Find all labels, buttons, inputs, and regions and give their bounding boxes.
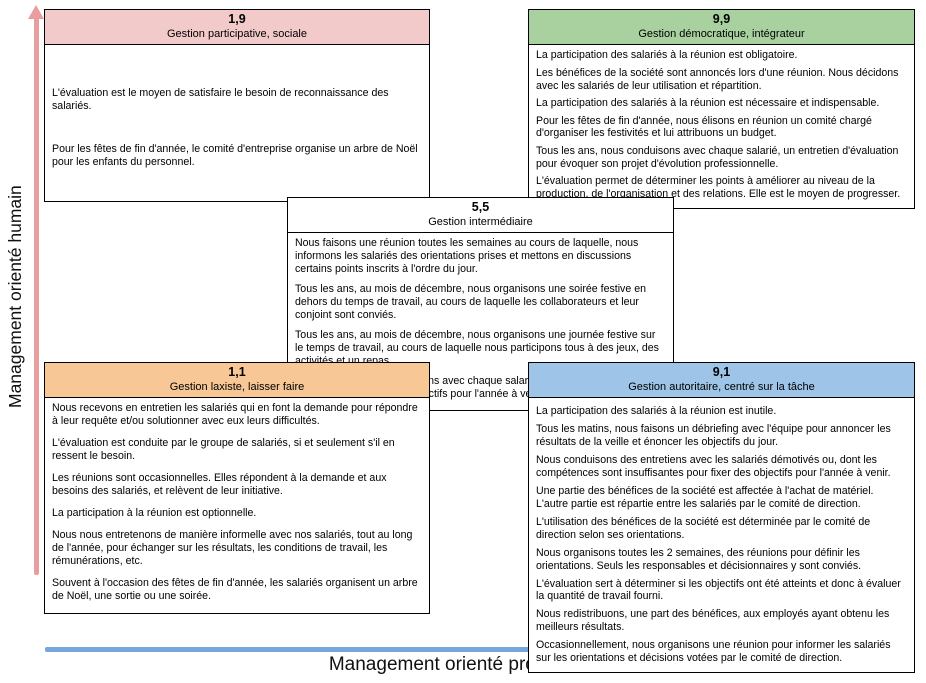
- y-axis-arrow: [34, 18, 39, 575]
- box-header: 9,9 Gestion démocratique, intégrateur: [529, 10, 914, 46]
- box-paragraph: Nous conduisons des entretiens avec les …: [536, 454, 891, 480]
- box-paragraph: Nous nous entretenons de manière informe…: [52, 528, 413, 567]
- box-paragraph: Tous les matins, nous faisons un débrief…: [536, 423, 891, 449]
- box-code: 1,9: [228, 12, 246, 26]
- box-code: 1,1: [228, 365, 246, 379]
- box-paragraph: L'utilisation des bénéfices de la sociét…: [536, 515, 871, 541]
- grid-box-9-1: 9,1 Gestion autoritaire, centré sur la t…: [528, 362, 915, 674]
- box-title: Gestion autoritaire, centré sur la tâche: [628, 380, 815, 393]
- x-axis-arrow: [45, 647, 901, 652]
- box-header: 5,5 Gestion intermédiaire: [288, 198, 673, 234]
- box-body: Nous recevons en entretien les salariés …: [45, 398, 429, 613]
- box-paragraph: Tous les ans, au mois de décembre, nous …: [295, 283, 646, 321]
- box-paragraph: Une partie des bénéfices de la société e…: [536, 484, 874, 510]
- box-paragraph: L'évaluation est le moyen de satisfaire …: [52, 87, 389, 113]
- box-body: L'évaluation est le moyen de satisfaire …: [45, 45, 429, 201]
- grid-box-9-9: 9,9 Gestion démocratique, intégrateur La…: [528, 9, 915, 209]
- box-paragraph: La participation des salariés à la réuni…: [536, 49, 798, 62]
- box-paragraph: La participation des salariés à la réuni…: [536, 405, 777, 418]
- box-paragraph: Nous faisons une réunion toutes les sema…: [295, 237, 639, 276]
- box-code: 5,5: [471, 200, 490, 214]
- box-code: 9,1: [712, 365, 731, 379]
- box-paragraph: Souvent à l'occasion des fêtes de fin d'…: [52, 576, 418, 602]
- box-paragraph: La participation des salariés à la réuni…: [536, 97, 880, 110]
- box-body: La participation des salariés à la réuni…: [529, 45, 914, 207]
- box-paragraph: Les bénéfices de la société sont annoncé…: [536, 66, 899, 92]
- box-paragraph: L'évaluation est conduite par le groupe …: [52, 437, 395, 463]
- box-header: 9,1 Gestion autoritaire, centré sur la t…: [529, 363, 914, 399]
- box-code: 9,9: [712, 12, 731, 26]
- y-axis-label: Management orienté humain: [5, 185, 25, 408]
- grid-box-1-9: 1,9 Gestion participative, sociale L'éva…: [44, 9, 430, 203]
- arrowhead-up-icon: [28, 5, 44, 19]
- box-paragraph: Tous les ans, nous conduisons avec chaqu…: [536, 144, 899, 170]
- box-paragraph: Nous redistribuons, une part des bénéfic…: [536, 608, 890, 634]
- box-body: La participation des salariés à la réuni…: [529, 398, 914, 672]
- box-title: Gestion laxiste, laisser faire: [169, 380, 305, 393]
- box-paragraph: Occasionnellement, nous organisons une r…: [536, 639, 891, 665]
- box-paragraph: La participation à la réunion est option…: [52, 506, 257, 519]
- box-paragraph: L'évaluation sert à déterminer si les ob…: [536, 577, 901, 603]
- box-header: 1,9 Gestion participative, sociale: [45, 10, 429, 46]
- box-paragraph: Pour les fêtes de fin d'année, nous élis…: [536, 114, 872, 140]
- box-paragraph: Nous organisons toutes les 2 semaines, d…: [536, 546, 862, 572]
- box-title: Gestion participative, sociale: [166, 27, 307, 40]
- box-title: Gestion démocratique, intégrateur: [638, 27, 805, 40]
- box-title: Gestion intermédiaire: [428, 215, 533, 228]
- grid-box-1-1: 1,1 Gestion laxiste, laisser faire Nous …: [44, 362, 430, 615]
- box-paragraph: Les réunions sont occasionnelles. Elles …: [52, 472, 387, 497]
- box-paragraph: Pour les fêtes de fin d'année, le comité…: [52, 143, 418, 169]
- box-header: 1,1 Gestion laxiste, laisser faire: [45, 363, 429, 399]
- box-paragraph: Nous recevons en entretien les salariés …: [52, 402, 418, 428]
